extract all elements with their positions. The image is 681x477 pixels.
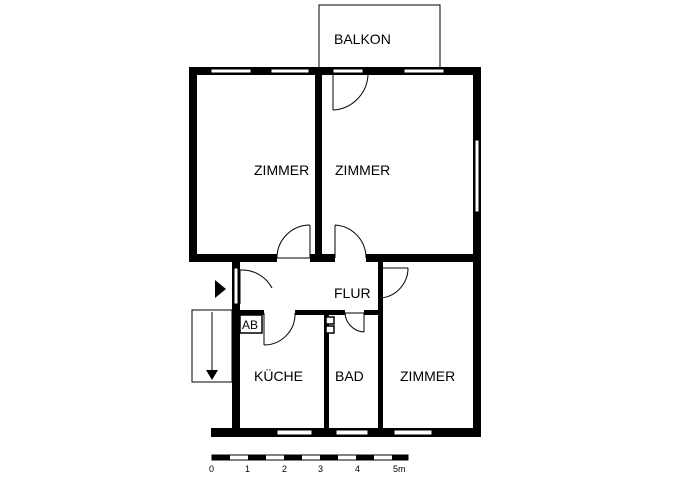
room-label-zimmer-left: ZIMMER [254, 162, 309, 178]
scale-tick-1: 1 [245, 464, 250, 474]
room-label-flur: FLUR [334, 285, 371, 301]
scale-bar: 0 1 2 3 4 5m [209, 454, 409, 474]
room-label-ab: AB [242, 318, 258, 332]
entrance-arrow-icon [215, 280, 226, 298]
room-label-balkon: BALKON [334, 31, 391, 47]
scale-tick-4: 4 [355, 464, 360, 474]
room-label-kueche: KÜCHE [254, 367, 303, 384]
doors [239, 74, 409, 346]
stair-arrow-icon [206, 370, 218, 380]
fixtures: AB [239, 314, 335, 334]
room-label-bad: BAD [335, 368, 364, 384]
scale-tick-5: 5m [393, 464, 406, 474]
windows [210, 68, 480, 436]
scale-tick-2: 2 [282, 464, 287, 474]
balcony: BALKON [318, 4, 441, 69]
scale-tick-3: 3 [318, 464, 323, 474]
room-label-zimmer-right: ZIMMER [335, 162, 390, 178]
entrance-marker [191, 280, 233, 383]
scale-tick-0: 0 [209, 464, 214, 474]
room-label-zimmer-bottom: ZIMMER [400, 368, 455, 384]
